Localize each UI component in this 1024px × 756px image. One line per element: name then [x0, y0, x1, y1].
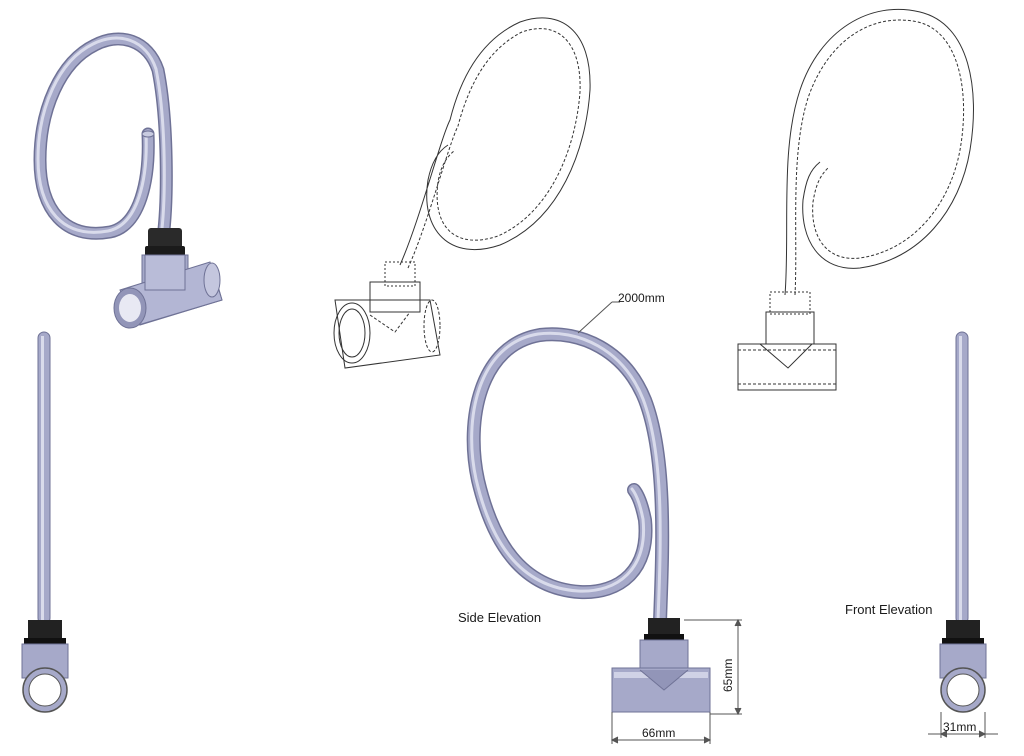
hose-outline-outer — [399, 17, 591, 266]
isometric-hidden-line-view — [333, 17, 591, 369]
hose-length-label: 2000mm — [618, 291, 665, 305]
hose-length-leader — [577, 301, 613, 334]
hose-outline-front — [784, 8, 974, 296]
hose-side-elevation — [468, 328, 668, 628]
cable-gland-side — [648, 618, 680, 638]
front-elevation-view: Front Elevation 31mm — [845, 331, 998, 738]
front-elevation-title: Front Elevation — [845, 602, 932, 617]
pipe-width-dimension — [928, 712, 998, 738]
side-elevation-title: Side Elevation — [458, 610, 541, 625]
side-elevation-view: 2000mm 65mm 66mm Side Elevation — [458, 291, 742, 744]
width-dimension — [610, 712, 712, 744]
width-dimension-label: 66mm — [642, 726, 675, 740]
left-edge-view — [21, 331, 69, 713]
tee-fitting-shaded — [113, 254, 223, 329]
height-dimension-label: 65mm — [721, 659, 735, 692]
isometric-shaded-view — [33, 32, 223, 329]
height-dimension — [684, 618, 742, 716]
tee-fitting-side — [639, 639, 689, 671]
front-hidden-line-view — [737, 8, 974, 391]
pipe-width-dimension-label: 31mm — [943, 720, 976, 734]
